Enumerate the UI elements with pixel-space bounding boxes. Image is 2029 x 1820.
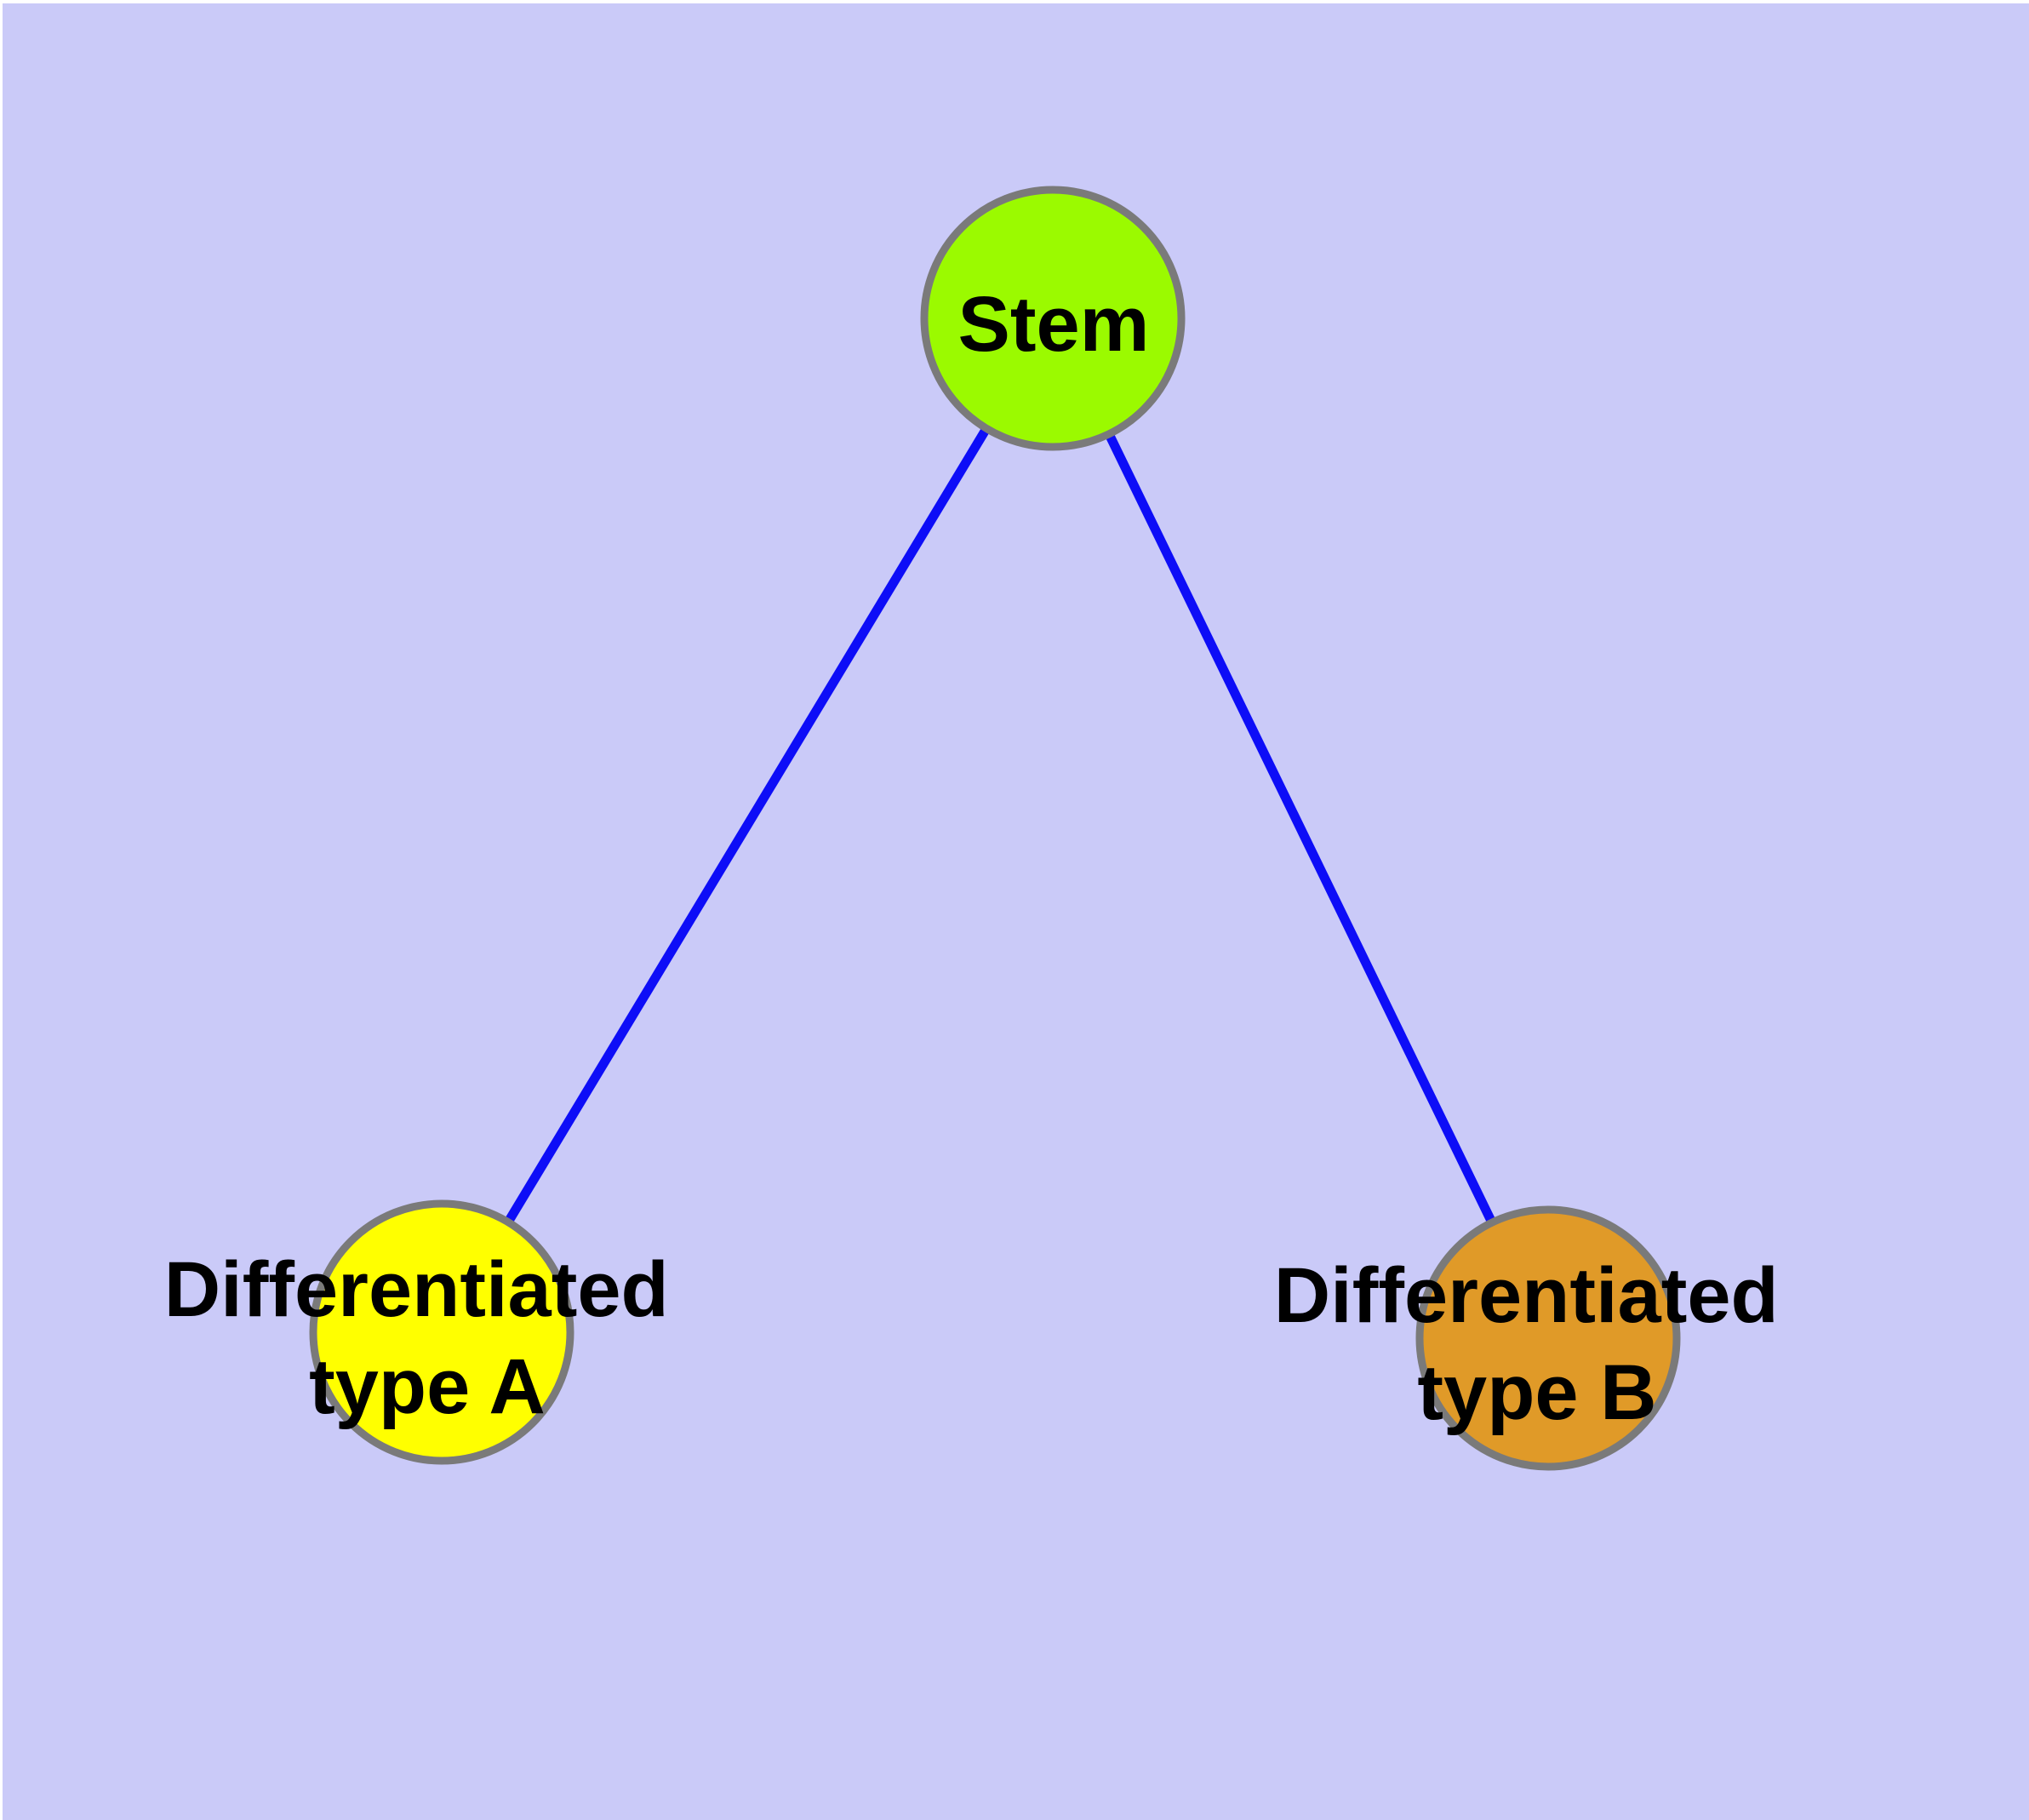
edges — [437, 316, 1552, 1341]
node-typeB-label-line1: Differentiated — [1274, 1252, 1779, 1339]
node-labels: Stem Differentiated type A Differentiate… — [164, 281, 1801, 1436]
node-typeA-label-line1: Differentiated — [164, 1246, 669, 1333]
node-differentiated-type-a — [309, 1199, 574, 1465]
node-typeA-label-line2: type A — [309, 1343, 546, 1430]
node-stem-label: Stem — [958, 281, 1150, 368]
edge-stem-to-typeA — [437, 316, 1057, 1335]
node-differentiated-type-b — [1415, 1205, 1681, 1471]
node-stem — [920, 186, 1186, 451]
node-typeB-label-line2: type B — [1417, 1349, 1656, 1436]
nodes — [309, 186, 1681, 1471]
node-typeB-label: Differentiated type B — [1274, 1252, 1801, 1436]
edge-stem-to-typeB — [1049, 316, 1552, 1341]
node-typeA-label: Differentiated type A — [164, 1246, 691, 1430]
